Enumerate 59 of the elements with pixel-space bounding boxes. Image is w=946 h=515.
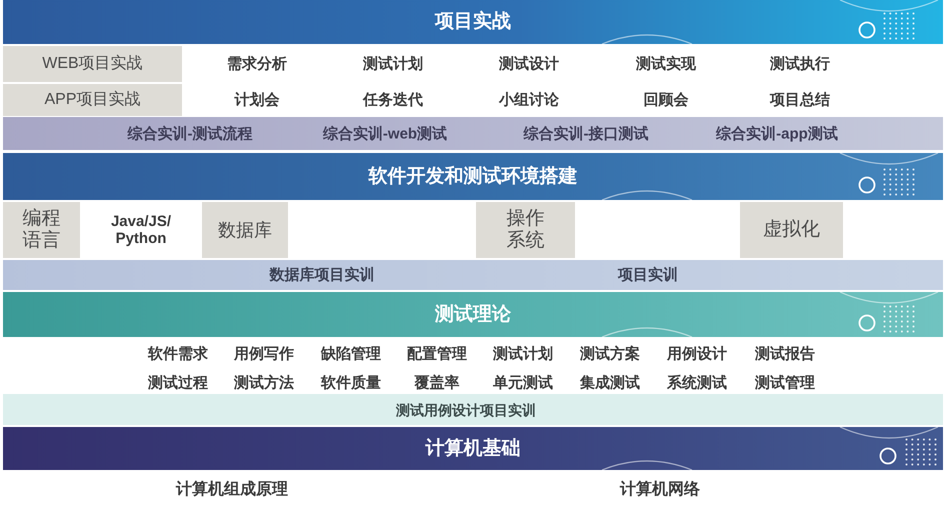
category-tile [3, 84, 182, 116]
training-band [3, 260, 943, 290]
section-header-band [3, 427, 943, 470]
topic-label: 测试执行 [770, 55, 830, 73]
section-title: 项目实战 [435, 11, 511, 33]
section-header-band [3, 292, 943, 337]
section-title: 测试理论 [435, 304, 511, 326]
category-tile [740, 202, 843, 258]
topic-label: 集成测试 [580, 374, 640, 392]
training-label: 测试用例设计项目实训 [396, 401, 536, 418]
topic-label: 回顾会 [644, 91, 688, 109]
category-tile [476, 202, 575, 258]
topic-label: 软件需求 [148, 345, 208, 363]
training-label: 综合实训-测试流程 [128, 124, 252, 142]
topic-label: 测试过程 [148, 374, 208, 392]
category-label: 数据库 [218, 220, 272, 240]
section-title: 软件开发和测试环境搭建 [368, 166, 578, 188]
training-band [3, 394, 943, 425]
category-label: APP项目实战 [44, 90, 140, 110]
training-label: 综合实训-接口测试 [524, 124, 648, 142]
topic-label: 计算机网络 [620, 480, 700, 500]
category-tile [3, 202, 80, 258]
topic-label: 测试设计 [499, 55, 559, 73]
topic-label: 测试计划 [493, 345, 553, 363]
topic-label: 软件质量 [321, 374, 381, 392]
training-band [3, 117, 943, 150]
topic-label: 测试方案 [580, 345, 640, 363]
training-label: 综合实训-web测试 [322, 124, 448, 142]
topic-label: 测试实现 [636, 55, 696, 73]
topic-label: 任务迭代 [363, 91, 423, 109]
training-label: 数据库项目实训 [270, 266, 374, 284]
topic-label: 系统测试 [667, 374, 727, 392]
topic-label: Java/JS/Python [110, 212, 172, 248]
topic-label: 测试管理 [755, 374, 815, 392]
category-label: 编程语言 [22, 208, 62, 252]
category-label: 操作系统 [506, 208, 546, 252]
topic-label: 单元测试 [493, 374, 553, 392]
topic-label: 测试计划 [363, 55, 423, 73]
category-label: WEB项目实战 [42, 54, 143, 74]
topic-label: 用例写作 [234, 345, 294, 363]
topic-label: 覆盖率 [414, 374, 460, 392]
topic-label: 需求分析 [227, 55, 287, 73]
category-tile [202, 202, 288, 258]
topic-label: 计算机组成原理 [176, 480, 288, 500]
topic-label: 用例设计 [667, 345, 727, 363]
topic-label: 测试报告 [755, 345, 815, 363]
section-header-band [3, 153, 943, 200]
topic-label: 测试方法 [234, 374, 294, 392]
training-label: 项目实训 [618, 266, 678, 284]
topic-label: 小组讨论 [499, 91, 559, 109]
section-title: 计算机基础 [426, 438, 520, 460]
topic-label: 计划会 [234, 91, 280, 109]
topic-label: 配置管理 [407, 345, 467, 363]
training-label: 综合实训-app测试 [716, 124, 838, 142]
category-label: 虚拟化 [763, 219, 820, 241]
topic-label: 缺陷管理 [321, 345, 381, 363]
category-tile [3, 46, 182, 82]
section-header-band [3, 0, 943, 44]
topic-label: 项目总结 [770, 91, 830, 109]
